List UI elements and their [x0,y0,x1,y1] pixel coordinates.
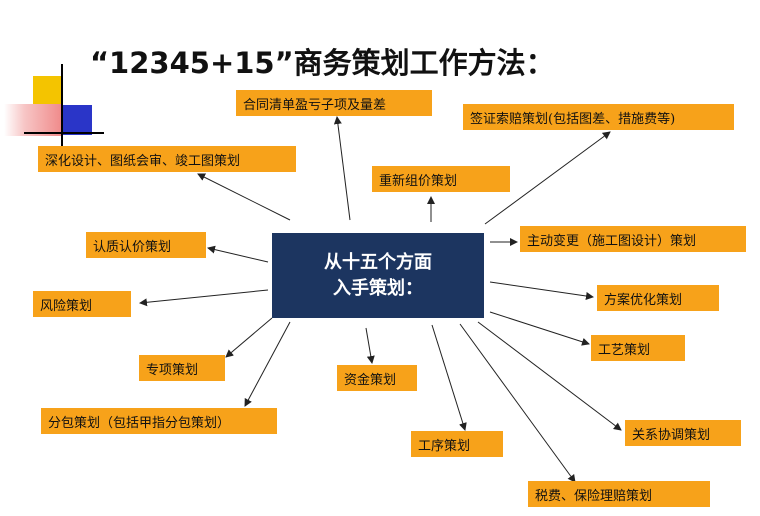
strategy-item-3: 深化设计、图纸会审、竣工图策划 [38,146,296,172]
strategy-item-6: 主动变更（施工图设计）策划 [520,226,746,252]
strategy-item-15: 税费、保险理赔策划 [528,481,710,507]
strategy-item-11: 资金策划 [337,365,417,391]
arrow-to-item-8 [489,281,594,300]
page-title: “12345+15”商务策划工作方法： [90,46,555,80]
strategy-item-13: 关系协调策划 [625,420,741,446]
strategy-item-7: 风险策划 [33,291,131,317]
center-line-2: 入手策划： [333,277,423,299]
center-node: 从十五个方面 入手策划： [272,233,484,318]
arrow-to-item-10 [225,317,273,358]
decor-yellow-square [33,76,63,106]
strategy-item-12: 分包策划（包括甲指分包策划） [41,408,277,434]
arrow-to-item-14 [431,324,467,431]
arrow-to-item-2 [484,131,611,225]
arrow-to-item-15 [459,323,576,483]
arrow-to-item-1 [333,116,351,221]
strategy-item-4: 重新组价策划 [372,166,510,192]
center-line-1: 从十五个方面 [324,251,432,273]
strategy-item-1: 合同清单盈亏子项及量差 [236,90,432,116]
strategy-item-2: 签证索赔策划(包括图差、措施费等) [463,104,734,130]
decor-pink-gradient [4,104,62,136]
decor-horizontal-line [24,132,104,134]
decor-vertical-line [61,64,63,158]
arrow-to-item-7 [139,289,269,307]
strategy-item-5: 认质认价策划 [86,232,206,258]
strategy-item-9: 工艺策划 [591,335,685,361]
strategy-item-14: 工序策划 [411,431,503,457]
arrow-to-item-9 [489,311,590,346]
decor-blue-square [62,105,92,135]
arrow-to-item-12 [244,321,291,407]
strategy-item-8: 方案优化策划 [597,285,719,311]
strategy-item-10: 专项策划 [139,355,225,381]
arrow-to-item-5 [207,245,269,263]
arrow-to-item-13 [477,321,622,431]
arrow-to-item-3 [197,173,291,221]
arrow-to-item-11 [365,327,375,364]
